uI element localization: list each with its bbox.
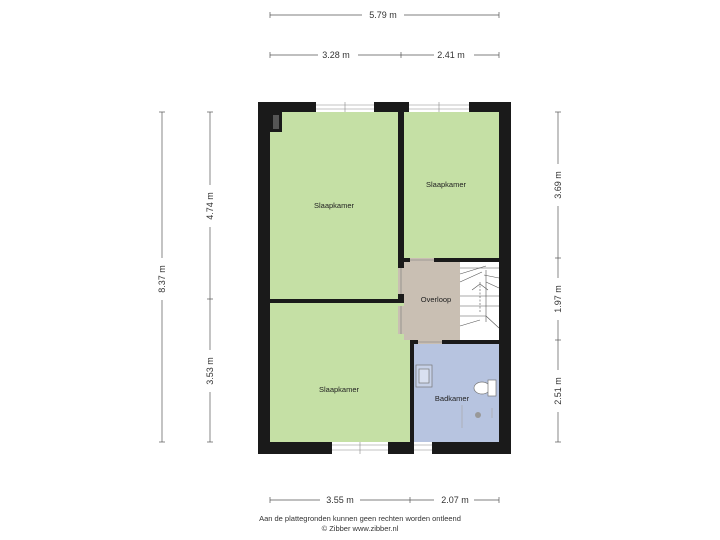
dim-right-upper: 3.69 m [553, 171, 563, 199]
dim-top-right: 2.41 m [437, 50, 465, 60]
dim-right-lower: 2.51 m [553, 377, 563, 405]
bedroom-3-label: Slaapkamer [319, 385, 360, 394]
footer-disclaimer: Aan de plattegronden kunnen geen rechten… [259, 514, 461, 523]
dim-top-left: 3.28 m [322, 50, 350, 60]
bedroom-2-label: Slaapkamer [426, 180, 467, 189]
dim-left-upper: 4.74 m [205, 192, 215, 220]
window-bottom-left [332, 442, 388, 454]
dim-left-total: 8.37 m [157, 265, 167, 293]
bathroom-fixtures [415, 364, 497, 428]
landing-label: Overloop [421, 295, 451, 304]
landing-floor [404, 262, 460, 340]
dim-right-middle: 1.97 m [553, 285, 563, 313]
bathroom-label: Badkamer [435, 394, 470, 403]
window-bottom-right [414, 442, 432, 454]
bedroom-2-floor [404, 112, 499, 258]
window-top-right [409, 102, 469, 112]
bedroom-3-floor [270, 303, 410, 442]
footer-copyright: © Zibber www.zibber.nl [321, 524, 399, 533]
bedroom-1-floor [270, 112, 398, 299]
stairs-area [460, 262, 499, 340]
window-top-left [316, 102, 374, 112]
dim-top-total: 5.79 m [369, 10, 397, 20]
staircase [459, 265, 500, 329]
dim-bottom-left: 3.55 m [326, 495, 354, 505]
dim-left-lower: 3.53 m [205, 357, 215, 385]
bedroom-1-label: Slaapkamer [314, 201, 355, 210]
dim-bottom-right: 2.07 m [441, 495, 469, 505]
